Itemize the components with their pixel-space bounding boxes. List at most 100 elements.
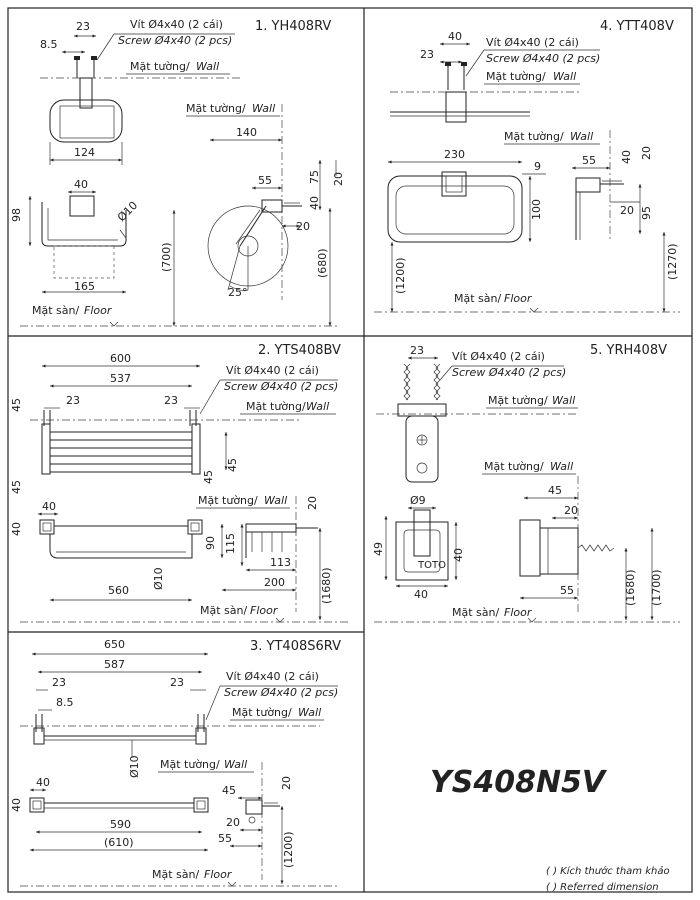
panel-3-dim-650: 650 — [104, 638, 125, 651]
panel-2-dim-45b: 45 — [10, 480, 23, 494]
panel-2-dim-1680: (1680) — [320, 567, 333, 604]
panel-5-dim-40b: 40 — [414, 588, 428, 601]
panel-1-yh408rv: 1. YH408RV Vít Ø4x40 (2 cái) Screw Ø4x40… — [10, 18, 345, 327]
panel-4-wall-vi: Mặt tường/ — [486, 70, 546, 83]
panel-3-dim-1200: (1200) — [282, 831, 295, 868]
panel-3-floor-en: Floor — [204, 868, 233, 881]
panel-2-dim-45c: 45 — [202, 470, 215, 484]
panel-3-floor-vi: Mặt sàn/ — [152, 868, 199, 881]
panel-1-dim-25deg: 25° — [228, 286, 248, 299]
panel-5-side-wall-en: Wall — [550, 460, 573, 473]
panel-3-dim-587: 587 — [104, 658, 125, 671]
panel-4-dim-1270: (1270) — [666, 243, 679, 280]
panel-5-dim-49: 49 — [372, 542, 385, 556]
panel-4-dim-95: 95 — [640, 206, 653, 220]
panel-5-dim-45: 45 — [548, 484, 562, 497]
panel-4-screw-en: Screw Ø4x40 (2 pcs) — [486, 52, 600, 65]
panel-5-dim-23: 23 — [410, 344, 424, 357]
panel-4-side-wall-vi: Mặt tường/ — [504, 130, 564, 143]
panel-2-dim-537: 537 — [110, 372, 131, 385]
panel-2-front-wall-en: Wall — [264, 494, 287, 507]
panel-2-dim-600: 600 — [110, 352, 131, 365]
panel-3-yt408s6rv: 3. YT408S6RV 650 587 Vít Ø4x40 (2 cái) S… — [10, 638, 341, 887]
panel-2-dim-45d: 45 — [226, 458, 239, 472]
panel-2-dim-23a: 23 — [66, 394, 80, 407]
panel-4-wall-en: Wall — [553, 70, 576, 83]
panel-2-title: 2. YTS408BV — [258, 343, 341, 358]
panel-5-floor-en: Floor — [504, 606, 533, 619]
panel-1-dim-8-5: 8.5 — [40, 38, 58, 51]
panel-5-dim-55: 55 — [560, 584, 574, 597]
panel-2-dim-113: 113 — [270, 556, 291, 569]
panel-3-screw-vi: Vít Ø4x40 (2 cái) — [226, 670, 319, 683]
panel-3-screw-en: Screw Ø4x40 (2 pcs) — [224, 686, 338, 699]
panel-1-dim-20b: 20 — [296, 220, 310, 233]
panel-4-dim-100: 100 — [530, 199, 543, 220]
panel-5-wall-en: Wall — [552, 394, 575, 407]
panel-1-dim-55: 55 — [258, 174, 272, 187]
panel-5-screw-en: Screw Ø4x40 (2 pcs) — [452, 366, 566, 379]
panel-4-dim-9: 9 — [534, 160, 541, 173]
panel-3-dim-20a: 20 — [280, 776, 293, 790]
panel-3-title: 3. YT408S6RV — [250, 639, 341, 654]
panel-2-screw-vi: Vít Ø4x40 (2 cái) — [226, 364, 319, 377]
panel-3-wall-vi: Mặt tường/ — [232, 706, 292, 719]
panel-5-dim-20: 20 — [564, 504, 578, 517]
panel-5-brand-mark: TOTO — [417, 560, 446, 571]
panel-1-floor-en: Floor — [84, 304, 113, 317]
panel-3-dim-8-5: 8.5 — [56, 696, 74, 709]
panel-3-dim-590: 590 — [110, 818, 131, 831]
panel-4-dim-55: 55 — [582, 154, 596, 167]
panel-1-dim-23: 23 — [76, 20, 90, 33]
panel-1-side-wall-vi: Mặt tường/ — [186, 102, 246, 115]
panel-2-wall-vi: Mặt tường/ — [246, 400, 306, 413]
panel-4-dim-20a: 20 — [640, 146, 653, 160]
panel-2-yts408bv: 2. YTS408BV 600 537 Vít Ø4x40 (2 cái) Sc… — [10, 343, 350, 623]
panel-2-dim-23b: 23 — [164, 394, 178, 407]
panel-4-dim-230: 230 — [444, 148, 465, 161]
panel-3-dim-o10: Ø10 — [128, 755, 141, 778]
panel-1-screw-en: Screw Ø4x40 (2 pcs) — [118, 34, 232, 47]
product-code: YS408N5V — [430, 765, 608, 800]
panel-1-wall-vi: Mặt tường/ — [130, 60, 190, 73]
panel-3-dim-55: 55 — [218, 832, 232, 845]
panel-5-screw-vi: Vít Ø4x40 (2 cái) — [452, 350, 545, 363]
panel-1-screw-vi: Vít Ø4x40 (2 cái) — [130, 18, 223, 31]
panel-1-dim-700: (700) — [160, 242, 173, 272]
panel-1-dim-20a: 20 — [332, 172, 345, 186]
panel-frames — [7, 7, 693, 893]
panel-1-title: 1. YH408RV — [255, 19, 331, 34]
panel-5-wall-vi: Mặt tường/ — [488, 394, 548, 407]
panel-3-dim-45: 45 — [222, 784, 236, 797]
panel-3-front-wall-en: Wall — [224, 758, 247, 771]
panel-5-dim-o9: Ø9 — [410, 494, 426, 507]
panel-2-wall-en: Wall — [306, 400, 329, 413]
panel-2-dim-200: 200 — [264, 576, 285, 589]
panel-3-front-wall-vi: Mặt tường/ — [160, 758, 220, 771]
panel-4-dim-20b: 20 — [620, 204, 634, 217]
panel-1-dim-98: 98 — [10, 208, 23, 222]
panel-4-ytt408v: 4. YTT408V 40 23 Vít Ø4x40 (2 cái) Screw… — [374, 19, 680, 313]
legend-line-vi: ( ) Kích thước tham khảo — [546, 865, 670, 877]
panel-3-dim-23a: 23 — [52, 676, 66, 689]
panel-4-dim-40: 40 — [448, 30, 462, 43]
panel-3-dim-23b: 23 — [170, 676, 184, 689]
panel-1-floor-vi: Mặt sàn/ — [32, 304, 79, 317]
panel-5-dim-40a: 40 — [452, 548, 465, 562]
panel-5-title: 5. YRH408V — [590, 343, 667, 358]
panel-2-front-wall-vi: Mặt tường/ — [198, 494, 258, 507]
panel-2-dim-20: 20 — [306, 496, 319, 510]
panel-2-dim-o10: Ø10 — [152, 567, 165, 590]
panel-3-dim-20b: 20 — [226, 816, 240, 829]
panel-4-side-wall-en: Wall — [570, 130, 593, 143]
panel-2-dim-40: 40 — [42, 500, 56, 513]
panel-5-side-wall-vi: Mặt tường/ — [484, 460, 544, 473]
panel-1-wall-en: Wall — [196, 60, 219, 73]
panel-4-title: 4. YTT408V — [600, 19, 674, 34]
panel-1-dim-124: 124 — [74, 146, 95, 159]
panel-3-dim-40b: 40 — [10, 798, 23, 812]
panel-1-dim-40b: 40 — [308, 196, 321, 210]
panel-4-dim-23: 23 — [420, 48, 434, 61]
panel-4-dim-40b: 40 — [620, 150, 633, 164]
